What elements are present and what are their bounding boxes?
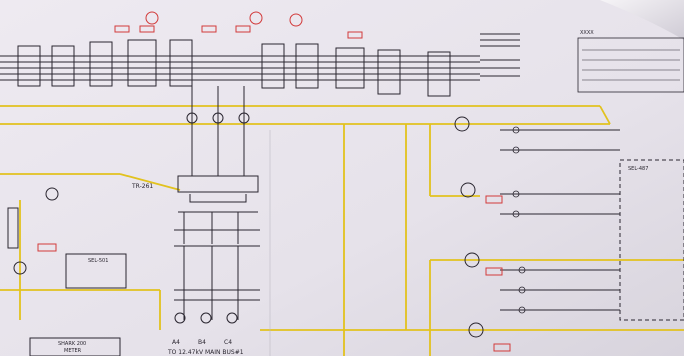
red-tags-top bbox=[114, 11, 363, 39]
tr-relay-circles bbox=[186, 112, 250, 124]
red-tag-left bbox=[37, 243, 57, 252]
tr-assembly bbox=[174, 86, 260, 320]
relay-right-label: SEL-487 bbox=[628, 166, 648, 172]
ct-label-mid: B4 bbox=[198, 339, 206, 346]
top-terminal-blocks bbox=[17, 39, 451, 97]
meter-box bbox=[29, 337, 121, 356]
paper-fold bbox=[600, 0, 684, 40]
yellow-wiring bbox=[0, 105, 684, 356]
left-relay-area bbox=[7, 187, 127, 289]
top-right-title: XXXX bbox=[580, 30, 594, 36]
tr-main-label: TR-261 bbox=[131, 183, 153, 190]
legend-box bbox=[577, 37, 684, 93]
bottom-caption: TO 12.47kV MAIN BUS#1 bbox=[167, 349, 244, 356]
meter-sub: METER bbox=[64, 348, 82, 354]
ct-label-left: A4 bbox=[172, 339, 180, 346]
right-relay-area bbox=[454, 116, 684, 338]
red-tags-right bbox=[485, 195, 511, 352]
ct-circles bbox=[174, 312, 238, 324]
meter-title: SHARK 200 bbox=[58, 341, 86, 347]
relay-left-label: SEL-501 bbox=[88, 258, 108, 264]
legend-lines bbox=[582, 49, 680, 81]
ct-label-right: C4 bbox=[224, 339, 232, 346]
right-terminal-dots bbox=[512, 126, 526, 314]
